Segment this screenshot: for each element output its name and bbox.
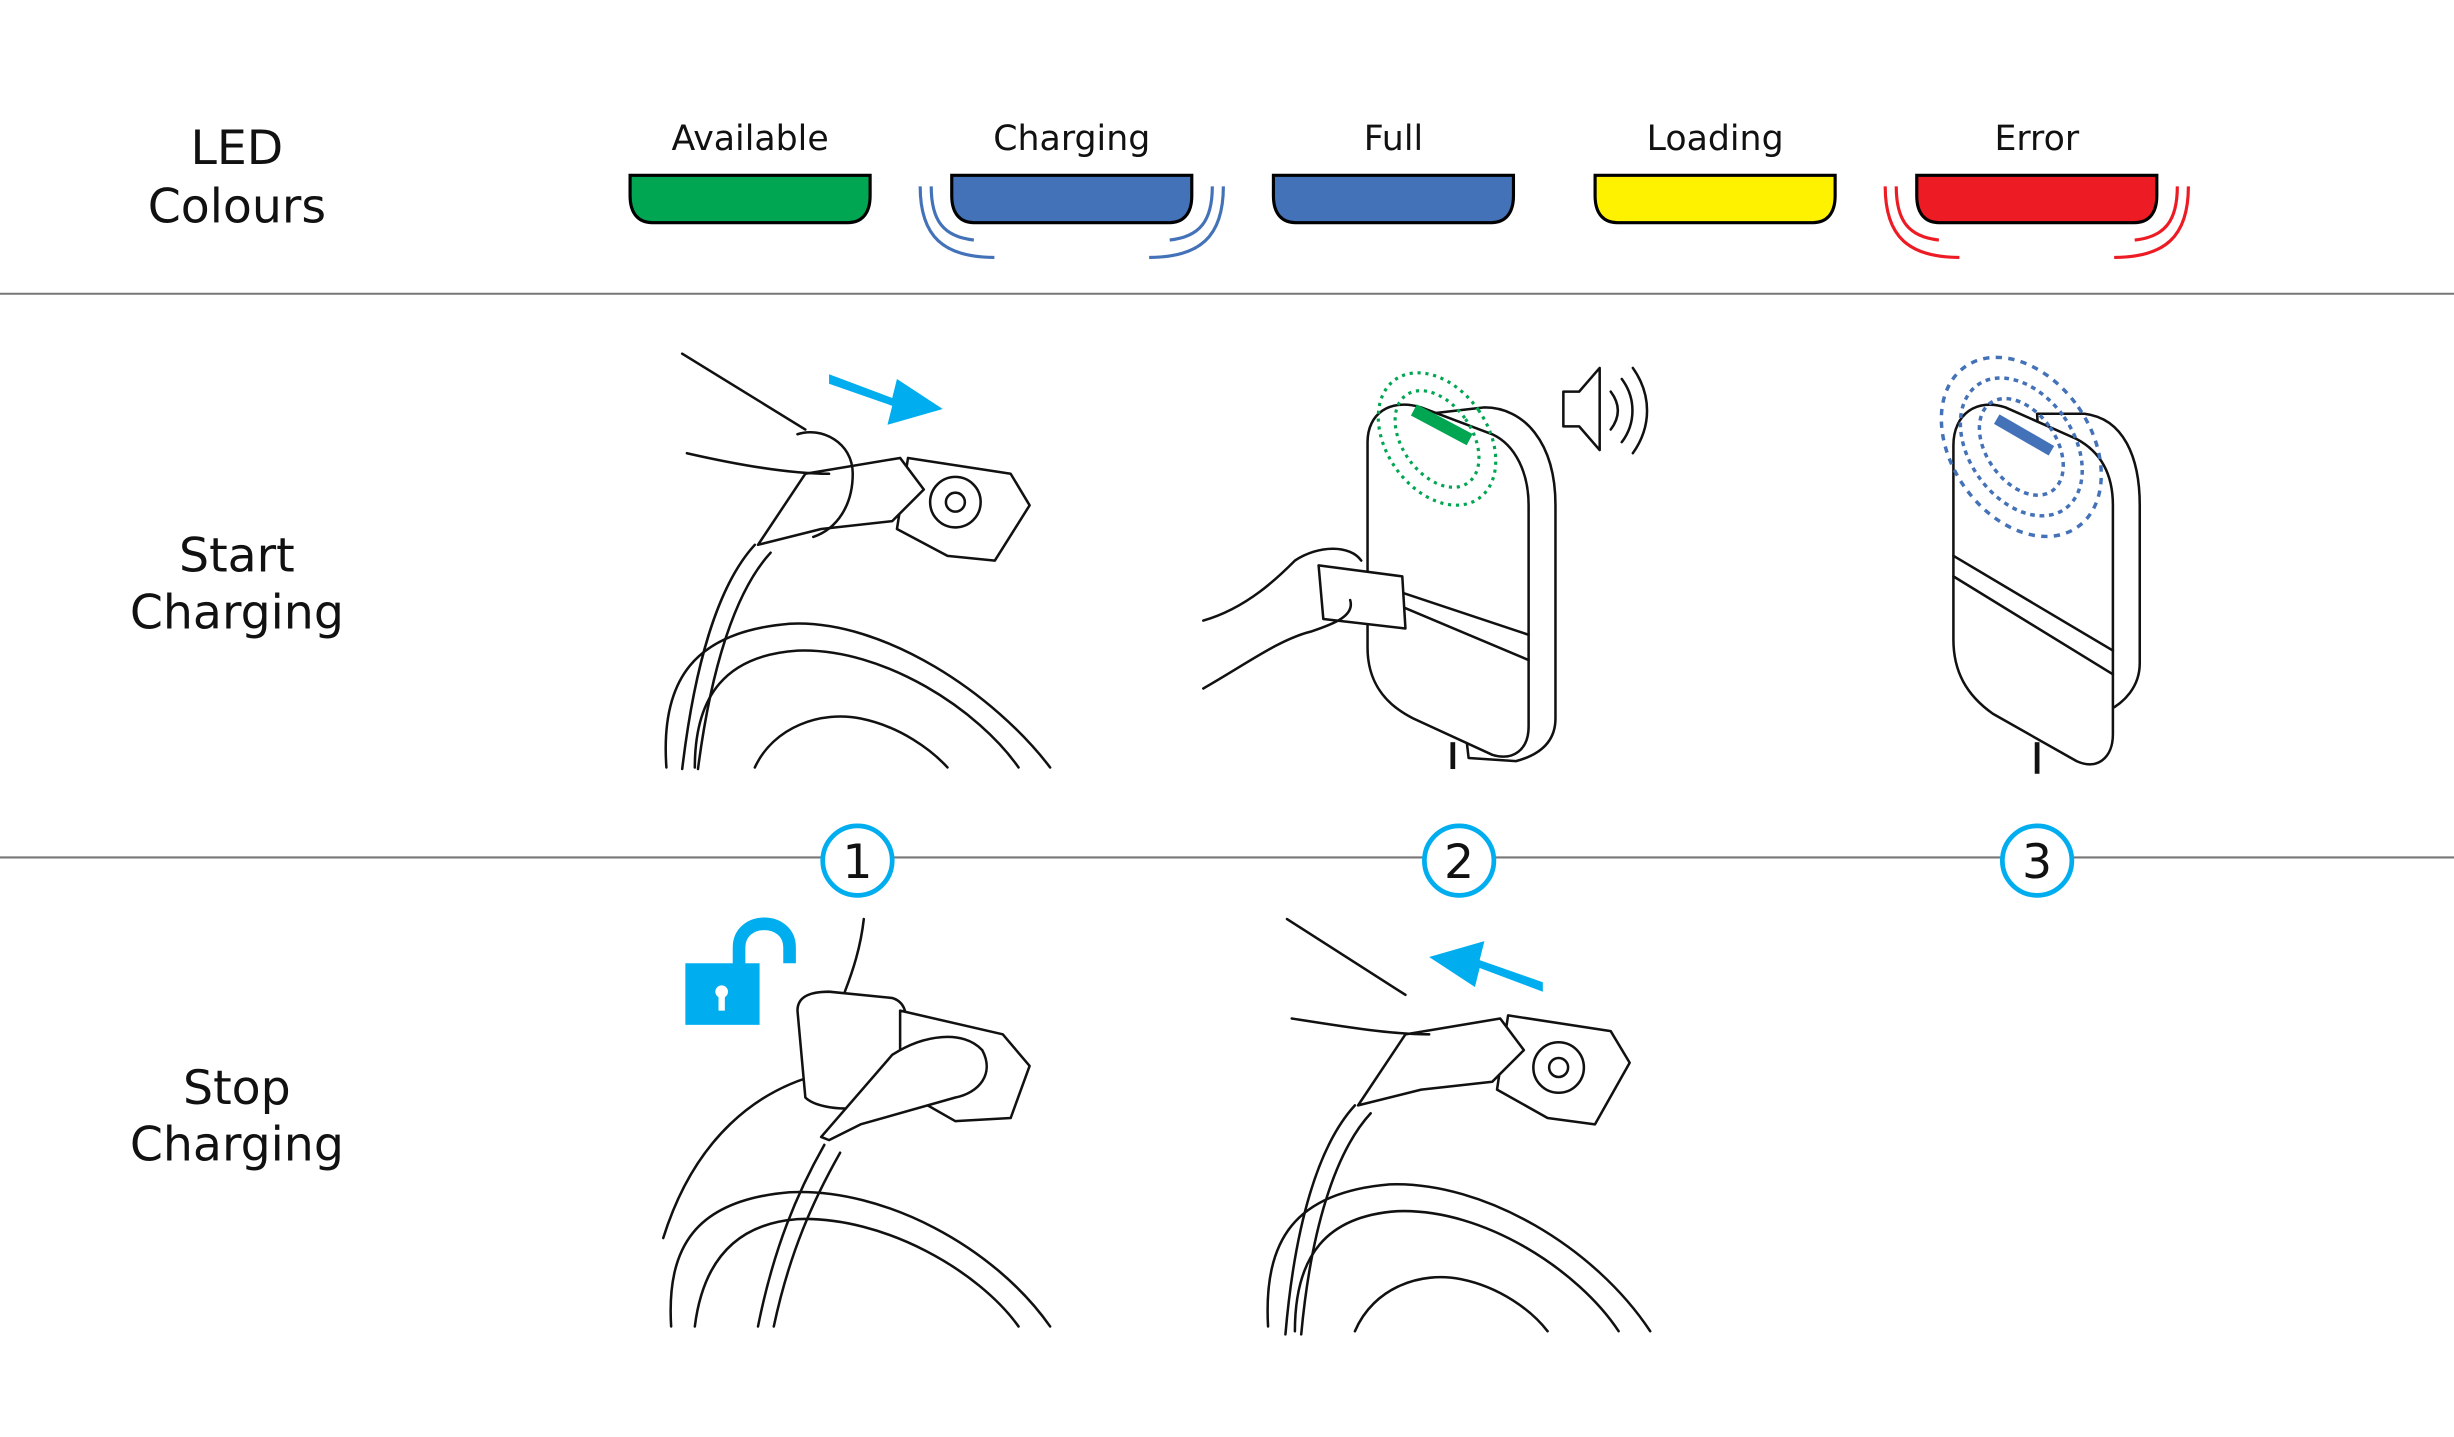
step-circle: [1422, 823, 1497, 898]
arrow-right-icon: [829, 374, 943, 425]
illustration-plug-in: [664, 352, 1052, 771]
row-label-line: Stop: [183, 1061, 291, 1116]
step-circle: [1999, 823, 2075, 898]
row-label-led-colours: LED Colours: [148, 121, 326, 234]
pulse-arc-icon: [2114, 186, 2190, 259]
led-bar-swatch: [1271, 173, 1516, 225]
step-marker-2: 2: [1422, 823, 1497, 898]
led-states: Available Charging Full Loading Error: [628, 119, 2190, 259]
illustration-unplug: [1266, 917, 1652, 1336]
illustration-rfid-tap: [1202, 366, 1649, 770]
led-state-available: Available: [628, 119, 872, 225]
led-state-label: Full: [1364, 119, 1423, 159]
pulse-arc-icon: [1149, 186, 1225, 259]
step-markers: 1 2 3: [820, 823, 2075, 898]
pulse-arc-icon: [929, 186, 975, 242]
row-label-line: Charging: [130, 585, 344, 640]
step-number: 2: [1444, 835, 1474, 890]
step-marker-1: 1: [820, 823, 895, 898]
led-bar-swatch: [628, 173, 872, 225]
led-state-error: Error: [1883, 119, 2190, 259]
led-state-label: Available: [671, 119, 828, 159]
step-number: 3: [2022, 835, 2052, 890]
pulse-arc-icon: [918, 186, 995, 259]
illustration-charger-pulsing: [1939, 355, 2142, 774]
step-number: 1: [842, 835, 872, 890]
pulse-arc-icon: [1883, 186, 1960, 259]
led-state-label: Error: [1994, 119, 2079, 159]
pulse-arc-icon: [1169, 186, 1214, 242]
row-label-start-charging: Start Charging: [130, 529, 344, 641]
pulse-arc-icon: [2134, 186, 2179, 242]
led-bar-swatch: [950, 173, 1194, 225]
step-circle: [820, 823, 895, 898]
illustration-unlock: [661, 917, 1052, 1328]
led-state-charging: Charging: [918, 119, 1225, 259]
step-marker-3: 3: [1999, 823, 2075, 898]
led-bar-swatch: [1915, 173, 2159, 225]
led-state-full: Full: [1271, 119, 1516, 225]
row-label-line: LED: [190, 121, 283, 176]
row-label-line: Start: [179, 529, 295, 584]
unlocked-padlock-icon: [685, 917, 796, 1025]
led-state-label: Charging: [993, 119, 1150, 159]
speaker-sound-icon: [1562, 366, 1649, 455]
led-state-loading: Loading: [1593, 119, 1837, 225]
row-label-line: Colours: [148, 180, 326, 235]
led-bar-swatch: [1593, 173, 1837, 225]
arrow-left-icon: [1429, 941, 1543, 992]
row-label-line: Charging: [130, 1118, 344, 1173]
row-label-stop-charging: Stop Charging: [130, 1061, 344, 1173]
pulse-arc-icon: [1894, 186, 1940, 242]
led-state-label: Loading: [1647, 119, 1784, 159]
